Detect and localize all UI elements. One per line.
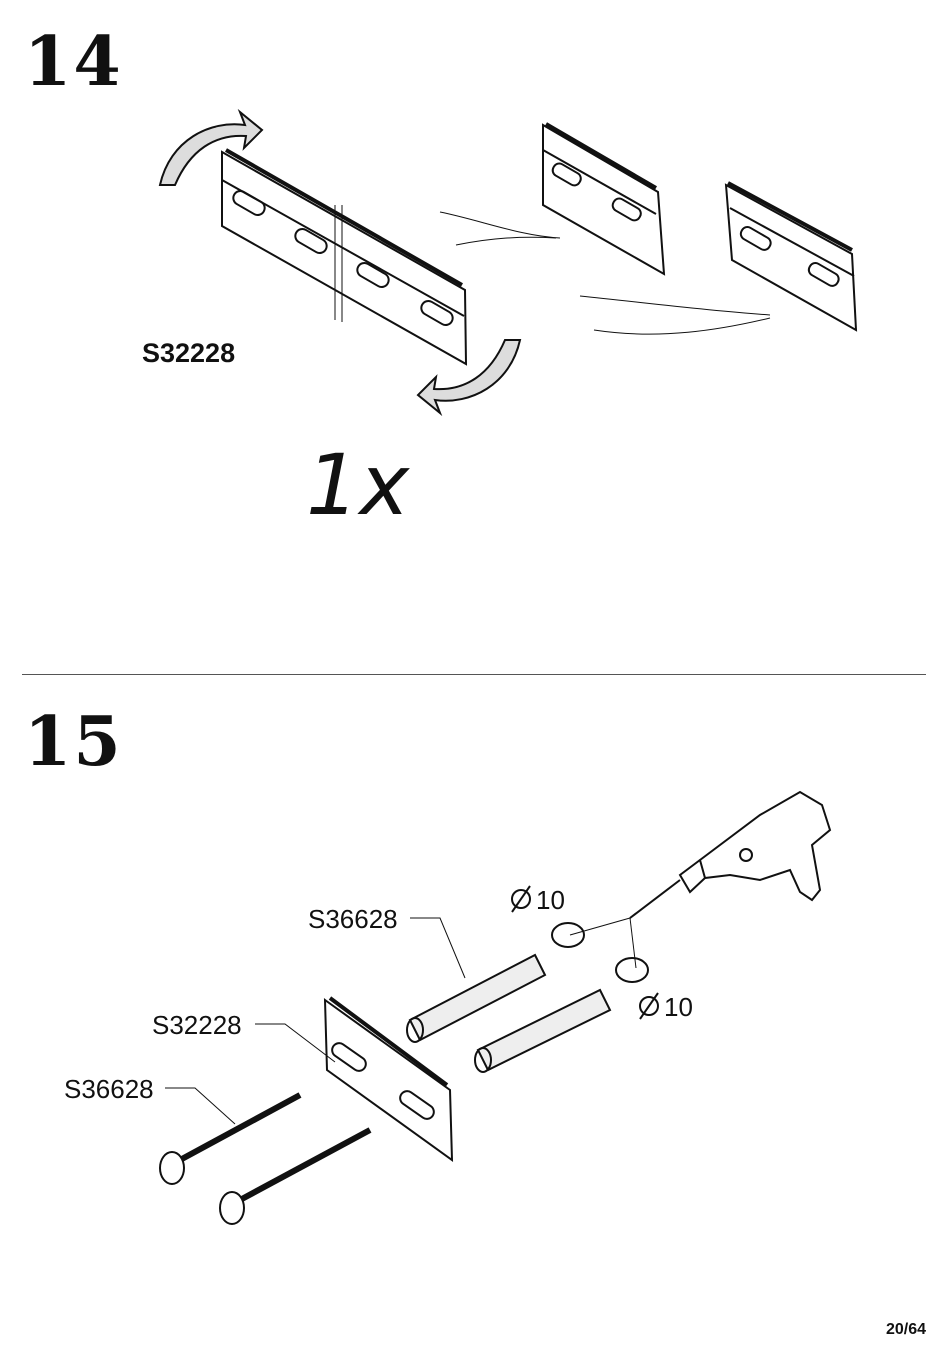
drill-diameter-2: 10 [664, 992, 693, 1023]
part-label-plug: S36628 [308, 904, 398, 935]
part-label-screw: S36628 [64, 1074, 154, 1105]
screw-2 [220, 1130, 370, 1224]
wall-plug-2 [475, 990, 610, 1072]
screw-1 [160, 1095, 300, 1184]
drill-icon [630, 792, 830, 918]
drill-diameter-1: 10 [536, 885, 565, 916]
drill-hole-2 [616, 958, 648, 982]
drill-hole-1 [552, 923, 584, 947]
page-number: 20/64 [886, 1321, 926, 1339]
part-label-bracket-15: S32228 [152, 1010, 242, 1041]
